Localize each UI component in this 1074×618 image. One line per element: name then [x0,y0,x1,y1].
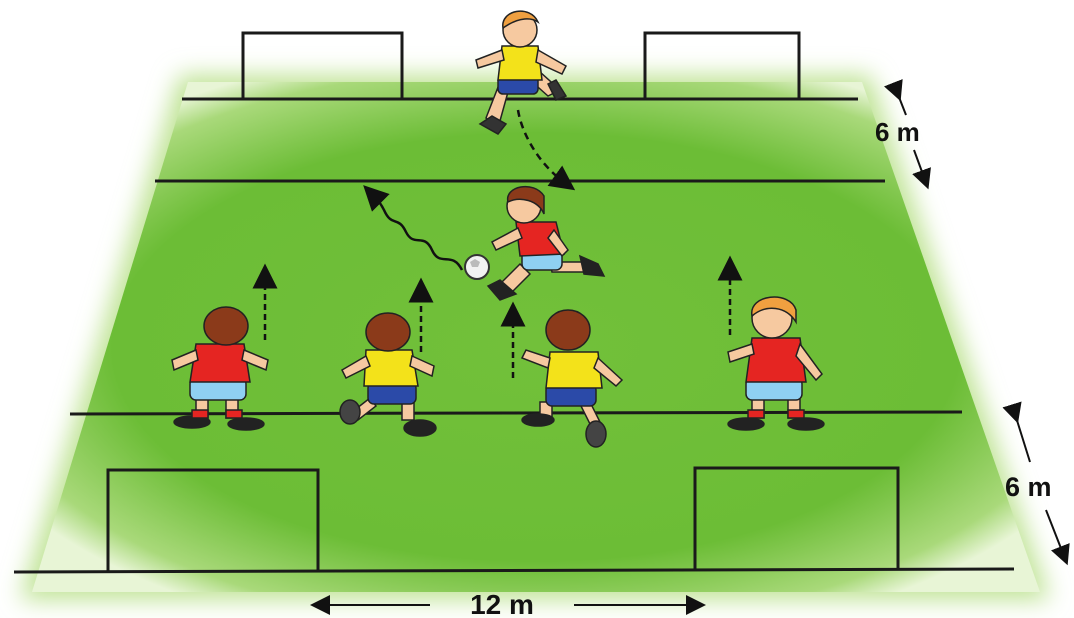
width-label: 12 m [470,589,534,618]
soccer-ball [465,255,489,279]
depth-upper-label: 6 m [875,117,920,147]
depth-lower-label: 6 m [1005,472,1052,502]
pitch [20,75,1050,600]
